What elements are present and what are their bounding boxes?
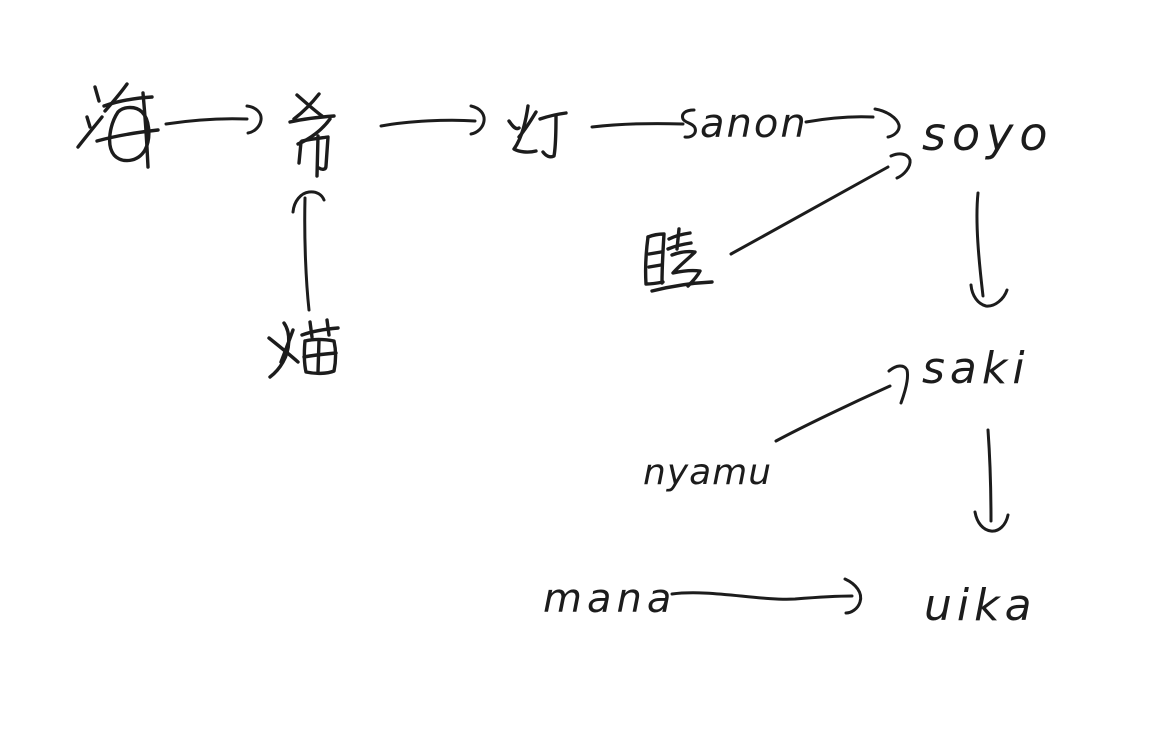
neko-glyph-stroke <box>302 351 338 359</box>
edge-line <box>774 384 892 443</box>
mutsumi-glyph-stroke <box>670 249 702 288</box>
arrowhead-icon <box>681 108 697 139</box>
nozomi-glyph-stroke <box>315 134 320 178</box>
node-nyamu: nyamu <box>643 452 772 493</box>
edge-line <box>670 591 854 601</box>
edge-anon-to-soyo <box>804 107 901 139</box>
edge-line <box>379 118 477 128</box>
neko-glyph-stroke <box>302 337 338 376</box>
umi-glyph-stroke <box>107 105 151 163</box>
arrowhead-icon <box>973 510 1010 533</box>
tomori-glyph-stroke <box>541 114 558 159</box>
node-tomori: 灯 <box>507 104 568 159</box>
mutsumi-glyph-stroke <box>647 250 663 256</box>
mutsumi-glyph-stroke <box>666 241 693 251</box>
arrowhead-icon <box>245 104 263 135</box>
node-uika: uika <box>924 580 1037 631</box>
node-saki: saki <box>922 343 1030 394</box>
node-nozomi: 希 <box>288 92 336 178</box>
umi-glyph-stroke <box>103 82 129 113</box>
umi-glyph-stroke <box>76 115 104 149</box>
node-anon: anon <box>700 101 808 147</box>
arrowhead-icon <box>873 107 901 139</box>
edge-neko-to-nozomi <box>291 190 326 312</box>
edge-saki-to-uika <box>973 428 1010 533</box>
neko-glyph-stroke <box>308 320 314 339</box>
node-umi: 海 <box>76 82 160 169</box>
node-mutsumi: 睦 <box>643 227 714 293</box>
neko-glyph-stroke <box>325 318 331 337</box>
node-mana: mana <box>543 576 676 622</box>
neko-glyph-stroke <box>300 326 340 337</box>
edge-mana-to-uika <box>670 577 863 615</box>
edge-line <box>975 191 985 298</box>
umi-glyph-stroke <box>95 128 160 143</box>
nozomi-glyph-stroke <box>297 140 303 165</box>
mutsumi-glyph-stroke <box>646 232 666 285</box>
edge-line <box>303 196 311 312</box>
arrowhead-icon <box>887 364 909 405</box>
umi-glyph-stroke <box>102 95 154 108</box>
umi-glyph-stroke <box>93 85 101 103</box>
edge-soyo-to-saki <box>969 191 1009 308</box>
nozomi-glyph-stroke <box>292 92 321 121</box>
edge-nyamu-to-saki <box>774 364 909 443</box>
edge-line <box>590 122 685 129</box>
tomori-glyph-stroke <box>517 110 538 139</box>
edge-mutsumi-to-soyo <box>729 152 912 256</box>
umi-glyph-stroke <box>85 115 92 129</box>
mutsumi-glyph-stroke <box>647 263 663 269</box>
edge-tomori-to-anon <box>590 108 697 139</box>
mutsumi-glyph-stroke <box>667 231 692 241</box>
edge-line <box>729 165 890 256</box>
neko-glyph-stroke <box>279 328 295 364</box>
mutsumi-glyph-stroke <box>643 235 665 286</box>
edge-line <box>986 428 993 523</box>
mutsumi-glyph-stroke <box>650 280 714 293</box>
neko-glyph-stroke <box>268 321 291 379</box>
tomori-glyph-stroke <box>538 111 568 121</box>
edge-line <box>164 117 249 126</box>
nozomi-glyph-stroke <box>288 114 336 124</box>
edge-umi-to-nozomi <box>164 104 263 135</box>
arrowhead-icon <box>291 190 326 214</box>
node-neko: 猫 <box>267 318 340 379</box>
edge-nozomi-to-tomori <box>379 104 486 136</box>
tomori-glyph-stroke <box>512 104 538 154</box>
arrowhead-icon <box>469 104 486 136</box>
node-soyo: soyo <box>922 107 1053 161</box>
arrowhead-icon <box>889 152 912 180</box>
arrowhead-icon <box>969 283 1009 308</box>
umi-glyph-stroke <box>141 91 150 169</box>
nozomi-glyph-stroke <box>300 135 330 171</box>
arrowhead-icon <box>843 577 863 615</box>
tomori-glyph-stroke <box>507 119 521 131</box>
edge-line <box>804 115 875 124</box>
